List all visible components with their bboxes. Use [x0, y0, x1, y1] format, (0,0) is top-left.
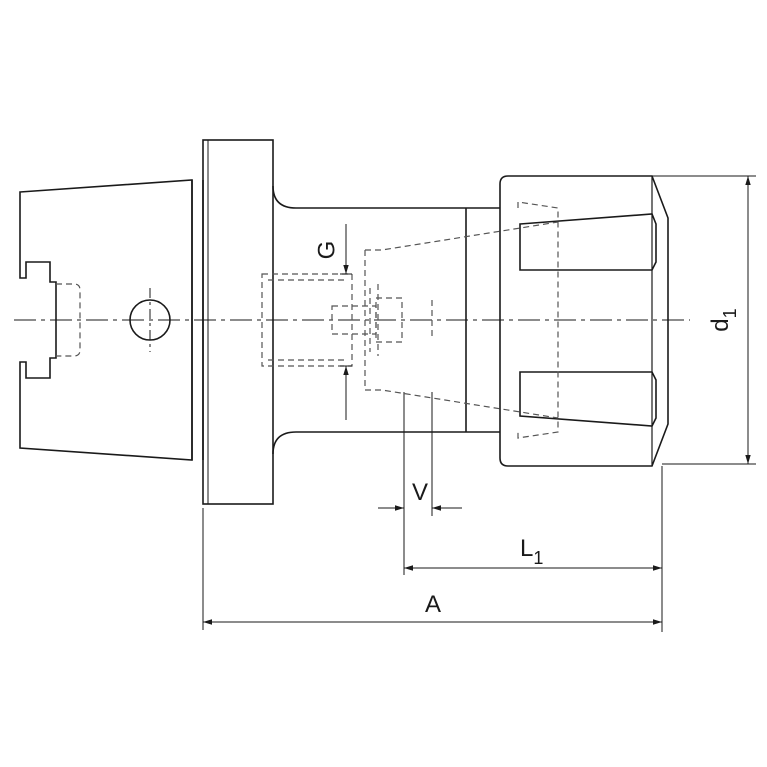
flange [202, 139, 274, 505]
shank-hidden-slot [56, 283, 81, 357]
label-G: G [313, 241, 340, 260]
dimension-d1 [652, 175, 756, 465]
label-V: V [412, 479, 428, 506]
label-L1: L1 [520, 535, 543, 568]
label-d1-main: d [707, 318, 734, 331]
dimension-V [378, 392, 462, 575]
hidden-bore [261, 201, 559, 439]
neck [272, 185, 500, 455]
clamping-nut [499, 175, 669, 467]
dimension-G [340, 224, 352, 420]
dimension-L1 [404, 466, 663, 632]
label-L1-main: L [520, 535, 533, 562]
label-A: A [425, 591, 441, 618]
label-d1: d1 [707, 308, 740, 331]
label-L1-sub: 1 [533, 548, 543, 568]
dimension-A [202, 508, 662, 630]
label-d1-sub: 1 [720, 308, 740, 318]
